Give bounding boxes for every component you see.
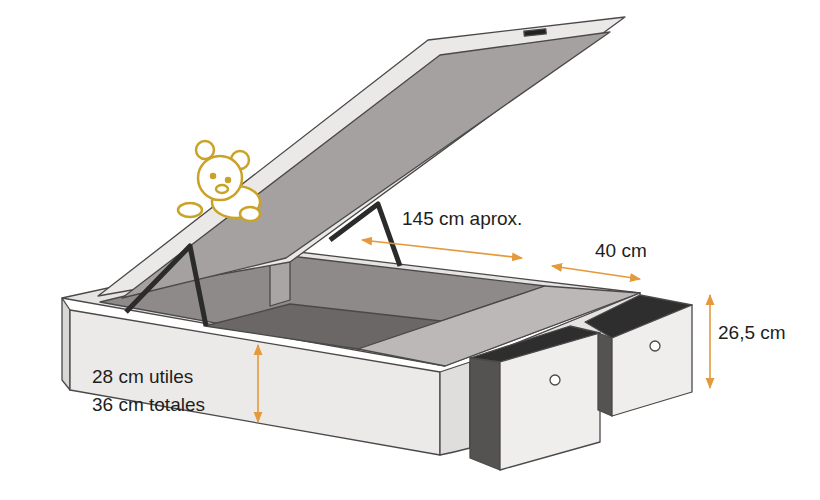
drawer-side xyxy=(470,358,500,470)
front-face xyxy=(70,310,440,455)
lid-piston xyxy=(126,246,206,326)
drawer-knob xyxy=(550,375,560,385)
dimension-label: 26,5 cm xyxy=(718,322,786,344)
lid-piston xyxy=(330,204,400,266)
dimension-label: 36 cm totales xyxy=(92,394,205,416)
teddy-bear xyxy=(178,141,260,221)
drawer-front xyxy=(612,305,692,416)
dimension-label: 145 cm aprox. xyxy=(402,208,522,230)
lid-handle xyxy=(524,29,546,36)
dimension-label: 40 cm xyxy=(595,240,647,262)
dimension-arrow xyxy=(552,266,640,279)
dimension-arrow xyxy=(709,295,711,388)
dimension-arrow xyxy=(362,240,522,258)
drawer-front xyxy=(500,333,600,470)
dimension-label: 28 cm utiles xyxy=(92,366,193,388)
drawer-knob xyxy=(650,341,660,351)
front-corner xyxy=(440,362,470,455)
lid-underside xyxy=(122,32,610,298)
drawer-side xyxy=(598,333,612,416)
left-end-cap xyxy=(62,298,70,390)
dimension-arrow xyxy=(257,345,259,422)
